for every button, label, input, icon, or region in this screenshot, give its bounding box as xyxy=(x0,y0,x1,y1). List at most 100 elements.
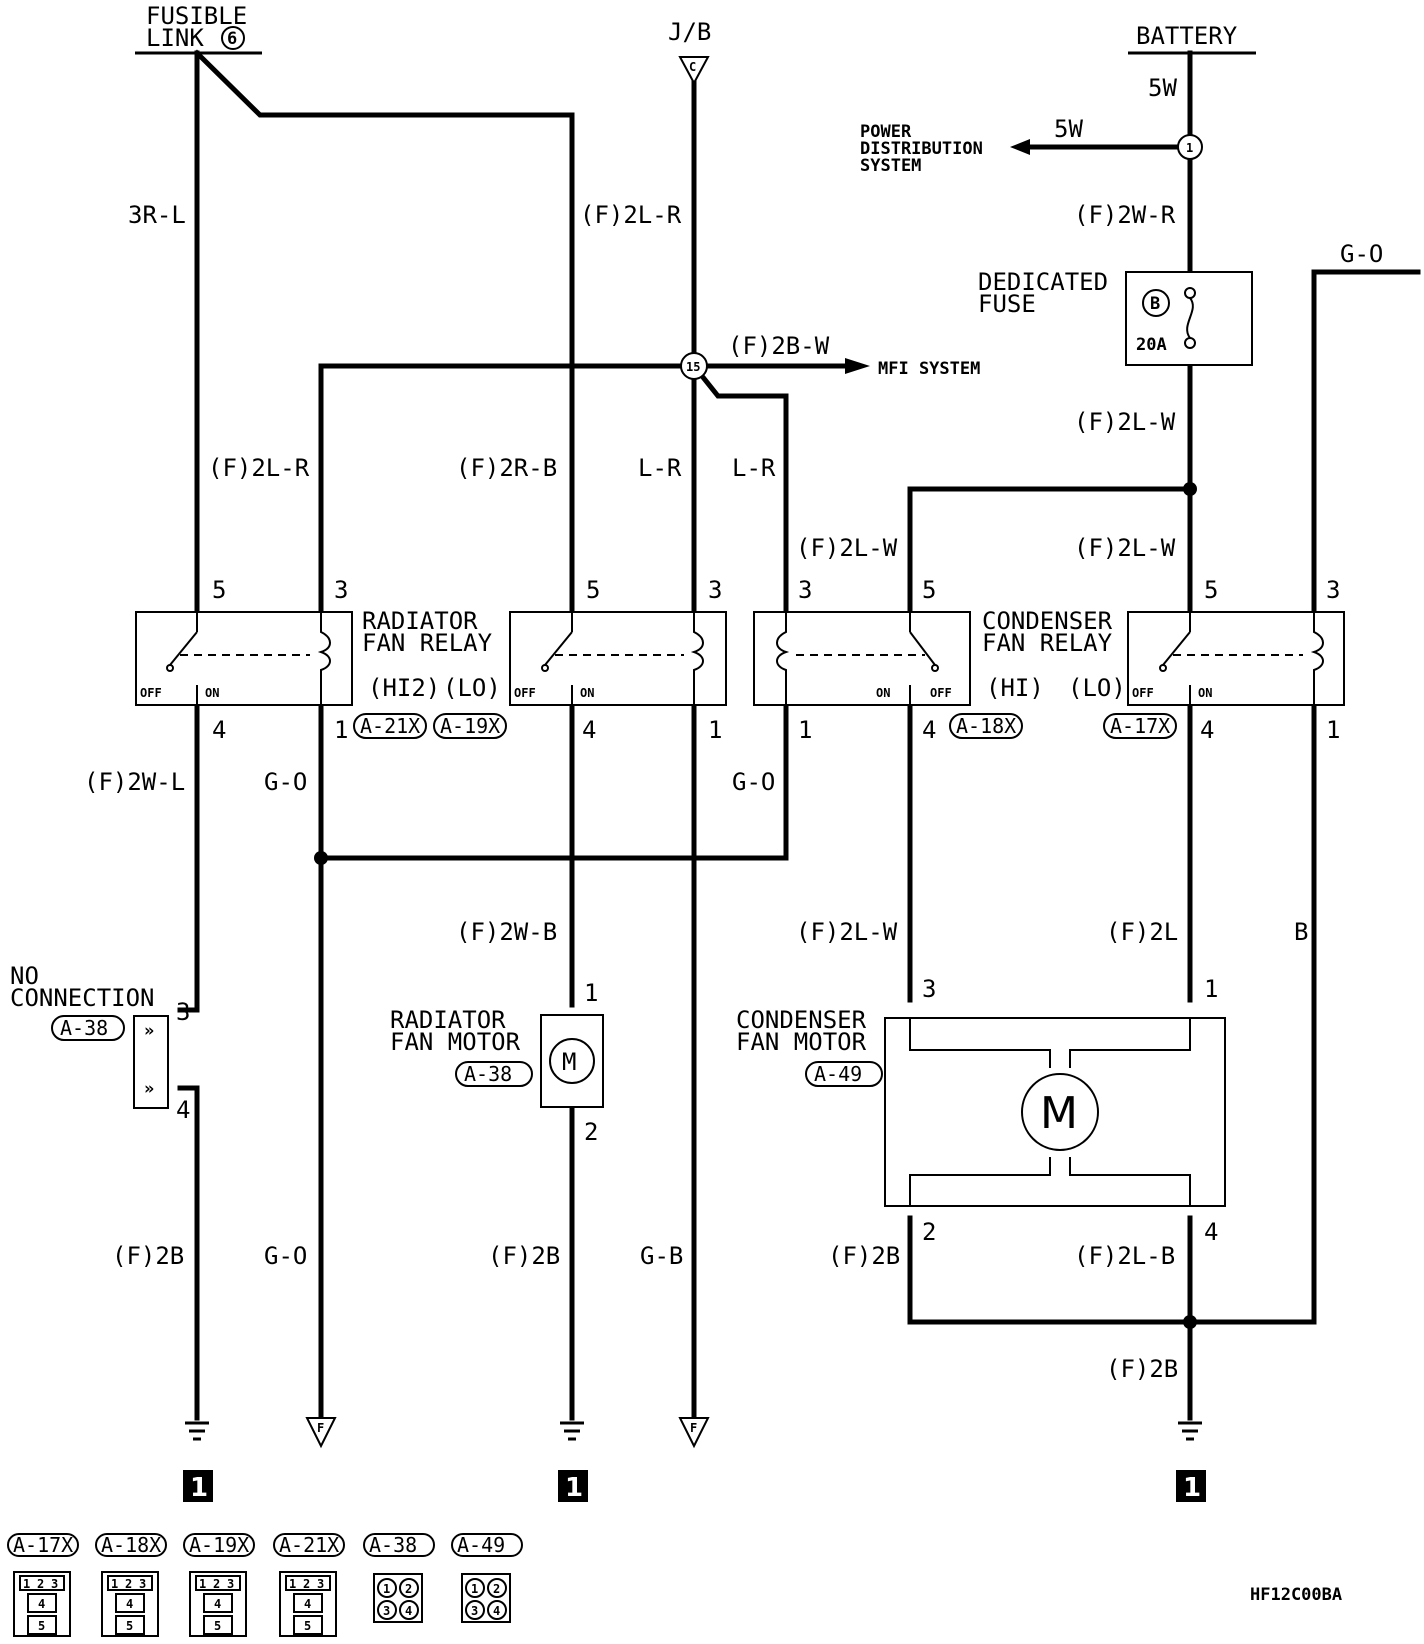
svg-text:A-38: A-38 xyxy=(60,1016,108,1040)
svg-text:NO: NO xyxy=(10,962,39,990)
svg-text:DEDICATED: DEDICATED xyxy=(978,268,1108,296)
svg-text:F: F xyxy=(317,1421,324,1435)
svg-text:5: 5 xyxy=(304,1619,311,1633)
svg-text:4: 4 xyxy=(38,1597,45,1611)
svg-text:3: 3 xyxy=(798,576,812,604)
svg-text:(HI2): (HI2) xyxy=(368,674,440,702)
ground-symbol: 1 xyxy=(1176,1421,1206,1503)
svg-text:G-O: G-O xyxy=(732,768,775,796)
mfi-system-label: MFI SYSTEM xyxy=(878,359,980,379)
no-connection-connector: NO CONNECTION A-38 » » 3 4 xyxy=(10,962,190,1124)
wire-labels: 3R-L (F)2L-R 5W 5W (F)2W-R G-O (F)2B-W (… xyxy=(84,74,1383,1383)
svg-text:FAN MOTOR: FAN MOTOR xyxy=(736,1028,867,1056)
svg-text:G-O: G-O xyxy=(264,1242,307,1270)
legend-connector: A-49 1 2 3 4 xyxy=(451,1533,523,1623)
svg-text:ON: ON xyxy=(1198,686,1212,700)
svg-text:POWER: POWER xyxy=(860,122,912,142)
svg-text:2: 2 xyxy=(493,1582,500,1596)
svg-text:OFF: OFF xyxy=(140,686,162,700)
condenser-fan-motor: CONDENSER FAN MOTOR A-49 M 3 1 2 4 xyxy=(736,975,1226,1246)
svg-text:M: M xyxy=(562,1048,576,1076)
svg-text:1: 1 xyxy=(334,716,348,744)
svg-text:RADIATOR: RADIATOR xyxy=(362,607,478,635)
svg-text:2: 2 xyxy=(303,1577,310,1591)
svg-text:G-O: G-O xyxy=(264,768,307,796)
svg-text:5: 5 xyxy=(126,1619,133,1633)
svg-text:4: 4 xyxy=(1204,1218,1218,1246)
radiator-fan-relay-lo: OFF ON xyxy=(509,611,727,706)
svg-text:15: 15 xyxy=(686,360,700,374)
svg-text:6: 6 xyxy=(227,29,237,49)
svg-text:3: 3 xyxy=(708,576,722,604)
svg-text:(F)2L-W: (F)2L-W xyxy=(796,918,898,946)
svg-text:RADIATOR: RADIATOR xyxy=(390,1006,506,1034)
svg-text:OFF: OFF xyxy=(514,686,536,700)
svg-text:(F)2B: (F)2B xyxy=(112,1242,184,1270)
svg-text:3R-L: 3R-L xyxy=(128,201,186,229)
svg-text:1: 1 xyxy=(471,1582,478,1596)
radiator-fan-relay-hi2: OFF ON xyxy=(135,611,353,706)
svg-text:2: 2 xyxy=(922,1218,936,1246)
svg-text:(F)2L-W: (F)2L-W xyxy=(1074,534,1176,562)
svg-text:4: 4 xyxy=(212,716,226,744)
svg-text:G-O: G-O xyxy=(1340,240,1383,268)
svg-text:A-38: A-38 xyxy=(464,1062,512,1086)
svg-text:(F)2R-B: (F)2R-B xyxy=(456,454,557,482)
ground-symbol: 1 xyxy=(558,1421,588,1503)
svg-text:4: 4 xyxy=(493,1604,500,1618)
svg-text:5: 5 xyxy=(586,576,600,604)
connector-tag-a21x: A-21X xyxy=(353,713,427,739)
svg-text:A-21X: A-21X xyxy=(279,1533,339,1557)
condenser-fan-relay-label: CONDENSER FAN RELAY (HI) (LO) xyxy=(982,607,1126,702)
figure-code: HF12C00BA xyxy=(1250,1585,1342,1605)
svg-text:3: 3 xyxy=(176,998,190,1026)
svg-text:BATTERY: BATTERY xyxy=(1136,22,1238,50)
jb-source: J/B C xyxy=(668,18,711,86)
svg-text:ON: ON xyxy=(205,686,219,700)
condenser-fan-relay-lo: OFF ON xyxy=(1127,611,1345,706)
svg-text:A-17X: A-17X xyxy=(1110,714,1170,738)
svg-text:A-38: A-38 xyxy=(369,1533,417,1557)
svg-text:(F)2W-B: (F)2W-B xyxy=(456,918,557,946)
svg-text:4: 4 xyxy=(922,716,936,744)
svg-text:1: 1 xyxy=(190,1473,208,1503)
svg-text:A-19X: A-19X xyxy=(440,714,500,738)
off-page-connector-f: F xyxy=(678,1417,710,1449)
junction-dot xyxy=(314,851,328,865)
svg-text:(LO): (LO) xyxy=(1068,674,1126,702)
svg-text:»: » xyxy=(144,1021,154,1041)
svg-text:(F)2L-R: (F)2L-R xyxy=(208,454,310,482)
splice-node-1: 1 xyxy=(1177,134,1203,160)
power-distribution-label: POWER DISTRIBUTION SYSTEM xyxy=(860,122,983,176)
svg-text:3: 3 xyxy=(471,1604,478,1618)
svg-text:4: 4 xyxy=(304,1597,311,1611)
svg-text:(F)2L-B: (F)2L-B xyxy=(1074,1242,1175,1270)
junction-dot xyxy=(1183,482,1197,496)
svg-text:A-49: A-49 xyxy=(457,1533,505,1557)
svg-text:SYSTEM: SYSTEM xyxy=(860,156,921,176)
svg-text:3: 3 xyxy=(317,1577,324,1591)
ground-symbol: 1 xyxy=(183,1421,213,1503)
svg-text:(F)2L-R: (F)2L-R xyxy=(580,201,682,229)
svg-text:1: 1 xyxy=(23,1577,30,1591)
svg-text:1: 1 xyxy=(199,1577,206,1591)
svg-text:4: 4 xyxy=(1200,716,1214,744)
svg-text:20A: 20A xyxy=(1136,335,1167,355)
svg-text:1: 1 xyxy=(383,1582,390,1596)
svg-text:1: 1 xyxy=(708,716,722,744)
svg-text:L-R: L-R xyxy=(638,454,682,482)
svg-text:(LO): (LO) xyxy=(443,674,501,702)
svg-text:FAN RELAY: FAN RELAY xyxy=(982,629,1113,657)
svg-text:(F)2W-L: (F)2W-L xyxy=(84,768,185,796)
svg-text:2: 2 xyxy=(584,1118,598,1146)
svg-text:5: 5 xyxy=(922,576,936,604)
svg-text:4: 4 xyxy=(582,716,596,744)
svg-text:CONDENSER: CONDENSER xyxy=(736,1006,867,1034)
svg-text:(F)2B: (F)2B xyxy=(1106,1355,1178,1383)
svg-text:L-R: L-R xyxy=(732,454,776,482)
svg-text:(F)2L-W: (F)2L-W xyxy=(1074,408,1176,436)
